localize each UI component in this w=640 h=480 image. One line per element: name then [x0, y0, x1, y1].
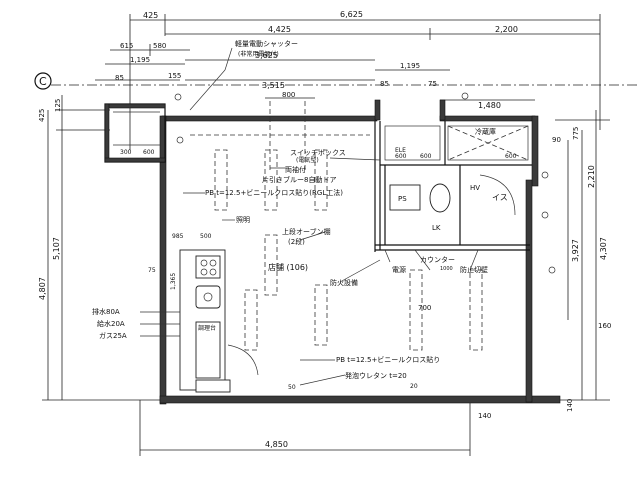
label-dim-700: 700	[418, 304, 431, 312]
dim-left-5107: 5,107	[52, 237, 61, 260]
room-dim-600b: 600	[395, 153, 407, 160]
dim-top-155: 155	[168, 72, 181, 80]
door-swing-wc	[479, 174, 516, 216]
dim-500: 500	[200, 233, 212, 240]
room-dim-600c: 600	[420, 153, 432, 160]
door-swing-left	[227, 344, 259, 376]
dim-left-425: 425	[38, 109, 46, 122]
dim-75: 75	[148, 267, 156, 274]
is-label: イス	[492, 193, 508, 202]
dim-top-85a: 85	[115, 74, 124, 82]
annex-dim-600: 600	[143, 149, 155, 156]
dim-top-6625: 6,625	[340, 10, 363, 19]
label-oven-counter-sub: (2段)	[288, 237, 305, 246]
stove-box	[195, 255, 221, 279]
label-dim-50: 50	[288, 384, 296, 391]
label-oven-counter: 上段オーブン棚	[282, 227, 331, 236]
dim-top-580: 580	[153, 42, 166, 50]
hv-label: HV	[470, 184, 480, 192]
left-dimension-lines	[42, 95, 160, 401]
label-electric: 電源	[392, 265, 406, 274]
dim-1365: 1,365	[170, 273, 177, 290]
label-drain: 排水80A	[92, 307, 120, 316]
label-dim-20: 20	[410, 383, 418, 390]
dim-right-90: 90	[552, 136, 561, 144]
dim-top-425: 425	[143, 11, 158, 20]
leader-lines	[140, 47, 479, 386]
dim-top-2200: 2,200	[495, 25, 518, 34]
dim-bottom-4850: 4,850	[265, 440, 288, 449]
grid-marker-circle	[34, 72, 52, 90]
dim-right-160: 160	[598, 322, 611, 330]
label-sliding-door: 両袖付	[285, 165, 306, 174]
dim-top-4425: 4,425	[268, 25, 291, 34]
fridge-box	[195, 321, 221, 379]
dim-top-1480: 1,480	[478, 101, 501, 110]
label-water: 給水20A	[97, 319, 125, 328]
dim-right-2210: 2,210	[587, 165, 596, 188]
room-storage-label: 冷蔵庫	[475, 127, 496, 136]
label-shutter: 軽量電動シャッター	[235, 39, 298, 48]
sink-box	[195, 285, 221, 309]
ps-label: PS	[398, 195, 407, 203]
right-dimension-lines	[555, 110, 610, 401]
room-ele-label: ELE	[395, 147, 406, 154]
label-pb-wall: PB t=12.5+ビニールクロス貼り(RGL工法)	[205, 188, 343, 197]
dim-right-4307: 4,307	[599, 237, 608, 260]
dim-right-3927: 3,927	[571, 239, 580, 262]
label-dim-1000: 1000	[440, 266, 453, 272]
label-urethane: 発泡ウレタン t=20	[345, 371, 407, 380]
label-switch-box-sub: (電気型)	[296, 156, 319, 164]
dim-top-3625: 3,625	[255, 51, 278, 60]
dim-985: 985	[172, 233, 184, 240]
dim-top-85b: 85	[380, 80, 389, 88]
room-dim-600d: 600	[505, 153, 517, 160]
grid-marker-label: C	[39, 75, 47, 88]
inner-walls	[374, 121, 532, 252]
toilet-shape	[429, 183, 451, 213]
dim-top-615: 615	[120, 42, 133, 50]
top-dimension-lines	[95, 14, 601, 150]
dim-top-1195b: 1,195	[400, 62, 420, 70]
dim-top-1195a: 1,195	[130, 56, 150, 64]
dim-bottom-140: 140	[478, 412, 491, 420]
label-switch-box: スイッチボックス	[290, 149, 346, 157]
outlet-markers	[174, 92, 556, 274]
label-store: 店舗 (106)	[268, 262, 308, 272]
label-partition: 防止切壁	[460, 265, 488, 274]
label-gas: ガス25A	[99, 331, 127, 340]
dim-right-140: 140	[566, 399, 574, 412]
dim-left-4807: 4,807	[38, 277, 47, 300]
label-lighting: 照明	[236, 216, 250, 224]
dim-top-75: 75	[428, 80, 437, 88]
dim-left-125: 125	[54, 99, 62, 112]
dim-top-3515: 3,515	[262, 81, 285, 90]
label-floor-drain: 防火設備	[330, 278, 358, 287]
stove-label: 調理台	[198, 324, 216, 332]
label-shutter-sub: (非常用電源付)	[238, 50, 279, 58]
lk-label: LK	[432, 224, 441, 232]
outer-walls	[104, 99, 561, 405]
dim-top-800: 800	[282, 91, 295, 99]
room-storage-right	[447, 125, 529, 161]
label-counter: カウンター	[420, 255, 455, 264]
annex-dim-300: 300	[120, 149, 132, 156]
dim-right-775: 775	[572, 127, 580, 140]
label-pb-bottom: PB t=12.5+ビニールクロス貼り	[336, 355, 440, 364]
lighting-fixtures	[190, 101, 483, 351]
ps-box	[389, 184, 421, 211]
label-sliding-door2: 片引きブルー8自動ドア	[262, 175, 336, 184]
